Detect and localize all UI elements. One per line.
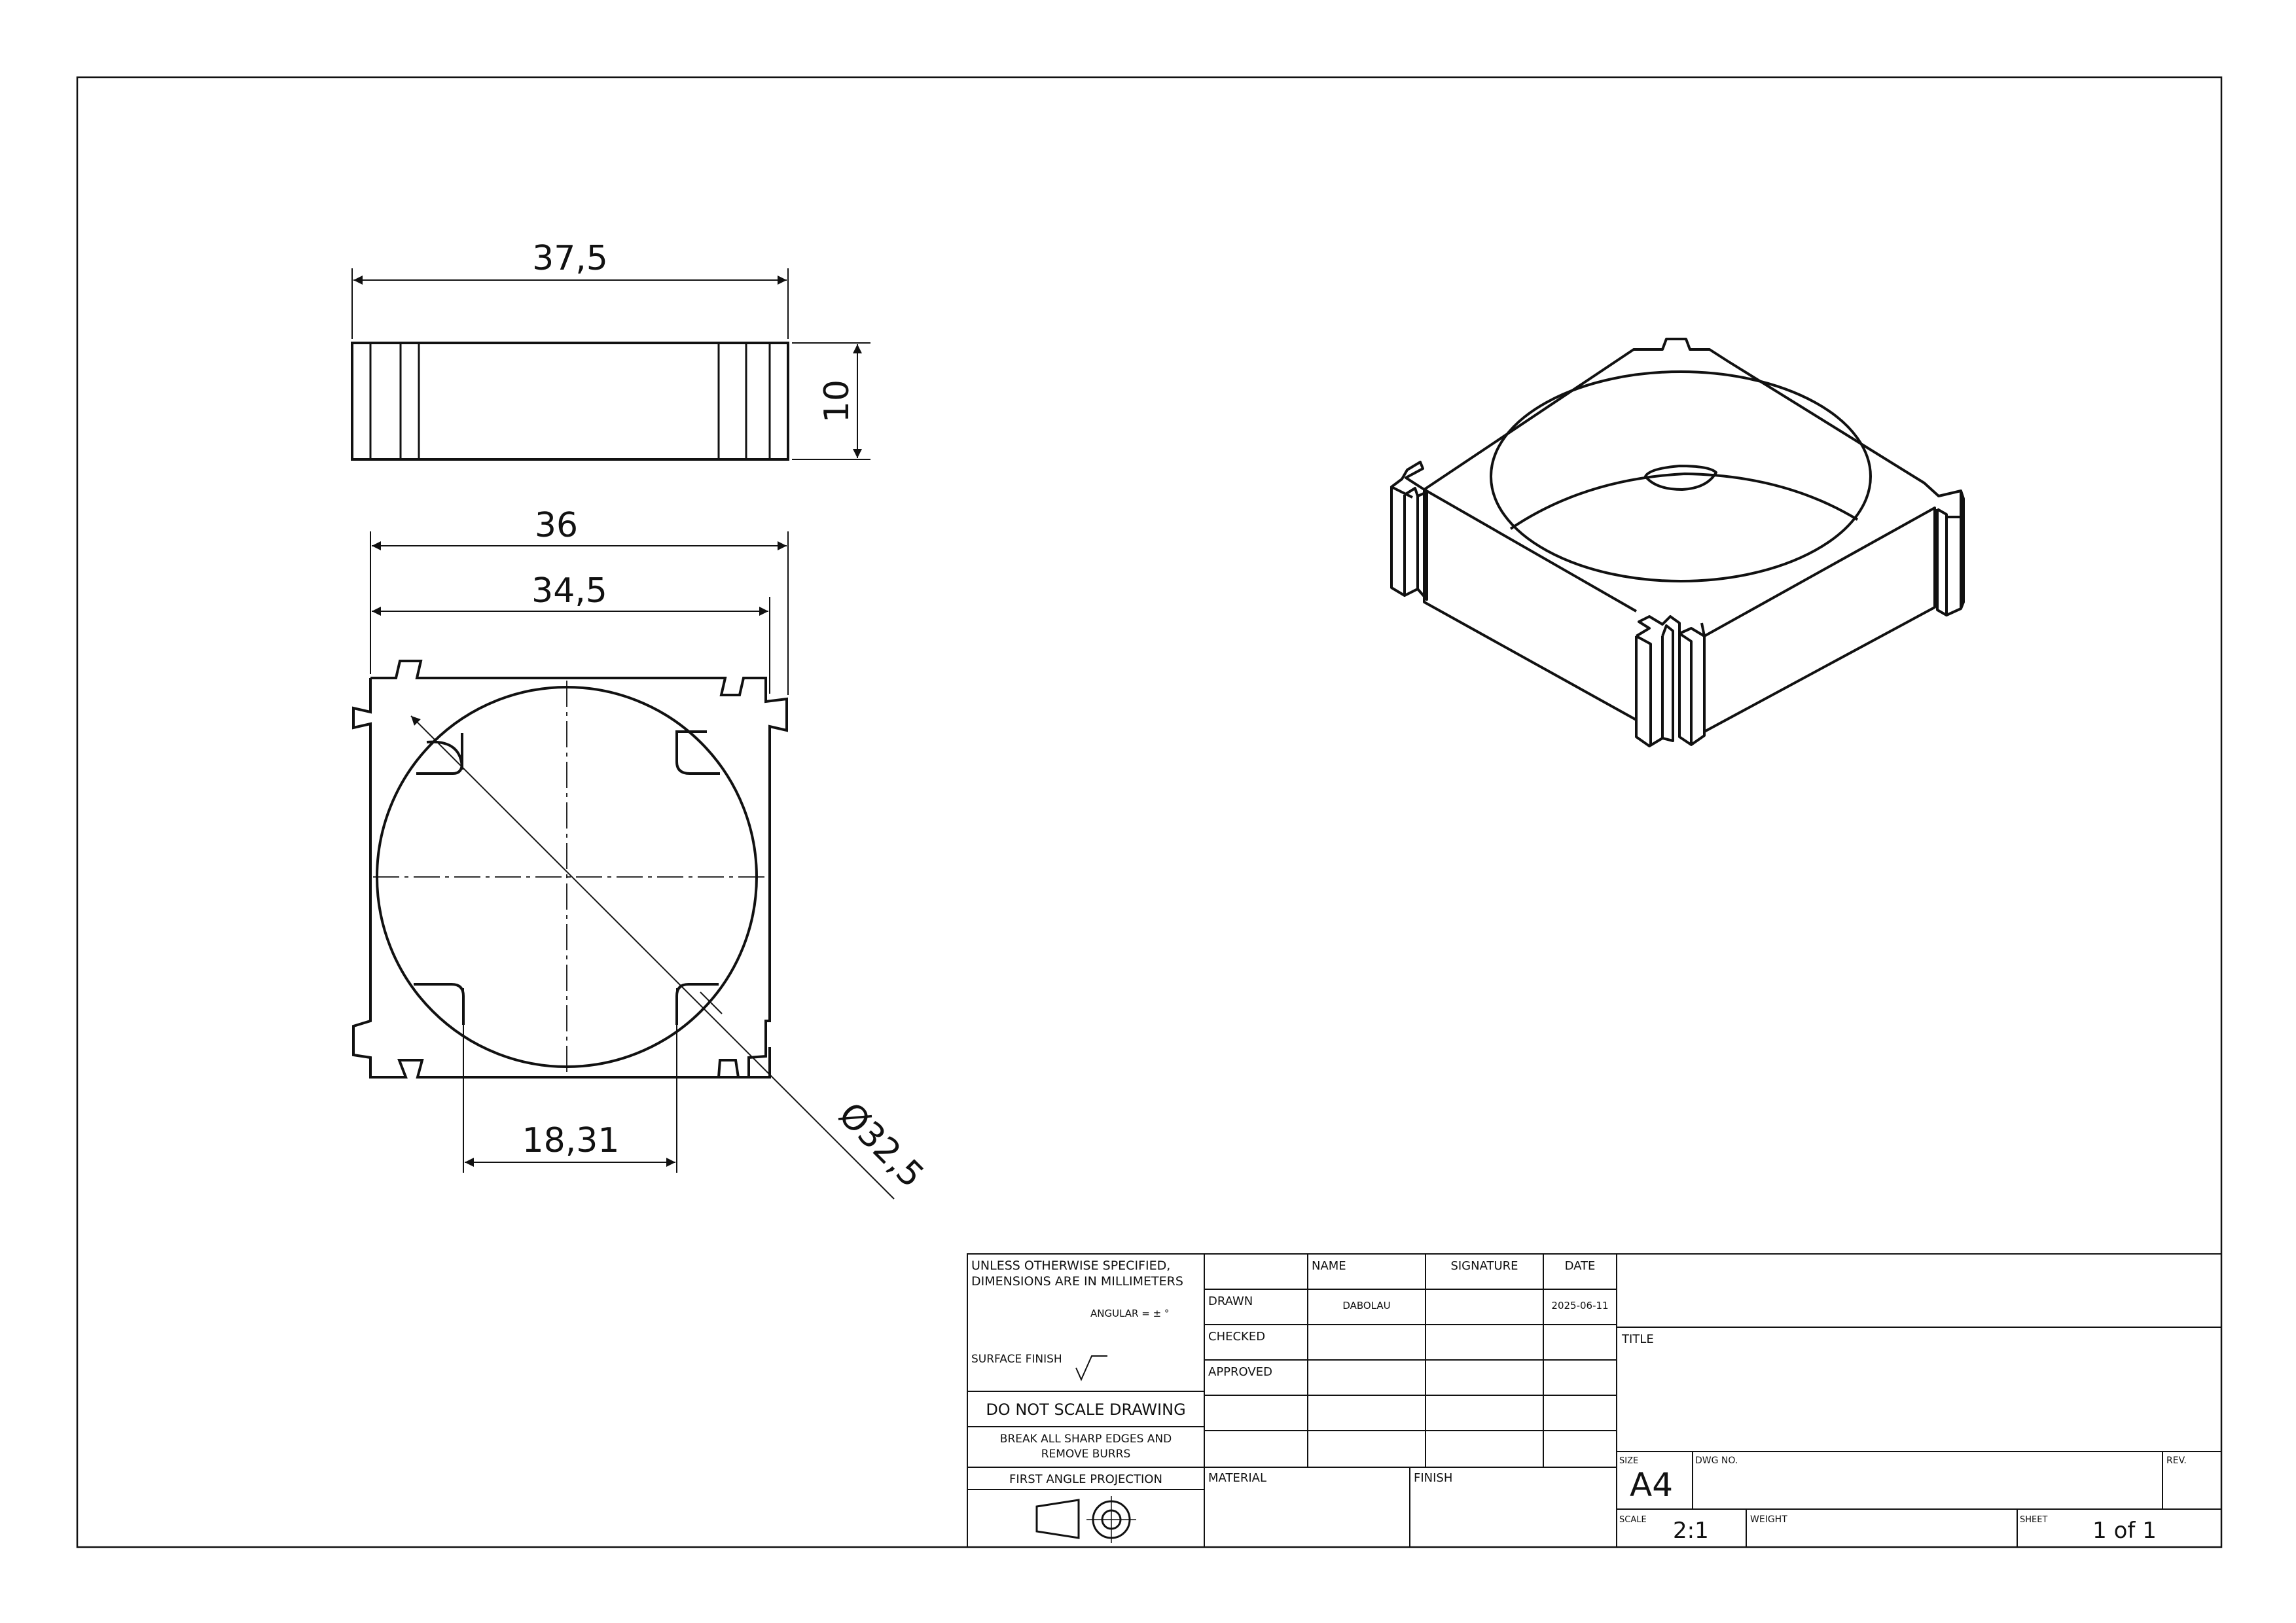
- dimension-label-10: 10: [817, 380, 857, 423]
- header-date: DATE: [1565, 1259, 1596, 1273]
- dimension-inner-width: 34,5: [372, 571, 770, 694]
- general-note-line2: DIMENSIONS ARE IN MILLIMETERS: [971, 1274, 1183, 1289]
- finish-label: FINISH: [1414, 1471, 1452, 1485]
- dimension-label-34-5: 34,5: [531, 571, 607, 611]
- material-label: MATERIAL: [1208, 1471, 1266, 1485]
- sheet-value: 1 of 1: [2092, 1518, 2157, 1544]
- header-signature: SIGNATURE: [1450, 1259, 1518, 1273]
- general-note-line1: UNLESS OTHERWISE SPECIFIED,: [971, 1258, 1170, 1273]
- break-edges-line2: REMOVE BURRS: [1041, 1448, 1131, 1461]
- surface-finish-symbol: [1075, 1355, 1107, 1382]
- dimension-outer-width: 36: [370, 506, 789, 695]
- title-block: [967, 1253, 2222, 1548]
- scale-value: 2:1: [1673, 1518, 1709, 1544]
- size-value: A4: [1630, 1466, 1673, 1504]
- dimension-diameter: Ø32,5: [410, 715, 931, 1200]
- row-label-drawn: DRAWN: [1208, 1294, 1253, 1308]
- row-label-approved: APPROVED: [1208, 1365, 1272, 1379]
- dwg-no-label: DWG NO.: [1695, 1455, 1738, 1466]
- side-elevation-view: [351, 342, 789, 461]
- dimension-height-top: 10: [792, 342, 870, 460]
- header-name: NAME: [1312, 1259, 1346, 1273]
- dimension-label-18-31: 18,31: [522, 1121, 620, 1160]
- angular-tolerance: ANGULAR = ± °: [1090, 1308, 1169, 1319]
- break-edges-line1: BREAK ALL SHARP EDGES AND: [1000, 1433, 1172, 1446]
- projection-label: FIRST ANGLE PROJECTION: [1009, 1472, 1162, 1486]
- rev-label: REV.: [2166, 1455, 2187, 1466]
- dimension-label-37-5: 37,5: [532, 239, 608, 278]
- isometric-view: [1390, 338, 1965, 747]
- first-angle-projection-symbol: [1035, 1496, 1136, 1543]
- weight-label: WEIGHT: [1750, 1514, 1787, 1525]
- surface-finish-label: SURFACE FINISH: [971, 1353, 1062, 1366]
- sheet-label: SHEET: [2020, 1515, 2047, 1525]
- plan-center-lines: [373, 681, 766, 1075]
- dimension-label-36: 36: [535, 506, 578, 545]
- row-label-checked: CHECKED: [1208, 1330, 1265, 1344]
- size-label: SIZE: [1619, 1456, 1638, 1466]
- drawn-date: 2025-06-11: [1551, 1300, 1608, 1311]
- scale-label: SCALE: [1619, 1515, 1647, 1525]
- dimension-width-top: 37,5: [351, 239, 789, 339]
- title-label: TITLE: [1621, 1332, 1654, 1346]
- dimension-label-diameter: Ø32,5: [831, 1095, 931, 1195]
- dimension-chord: 18,31: [463, 988, 677, 1173]
- do-not-scale-note: DO NOT SCALE DRAWING: [986, 1400, 1185, 1419]
- title-block-text: UNLESS OTHERWISE SPECIFIED, DIMENSIONS A…: [971, 1258, 2187, 1544]
- drawn-name: DABOLAU: [1342, 1300, 1390, 1311]
